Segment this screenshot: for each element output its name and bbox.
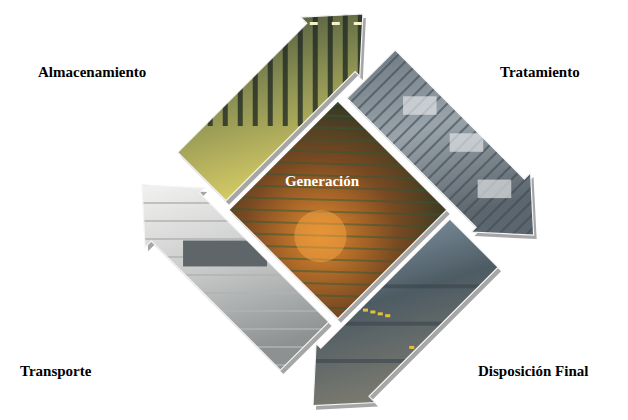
stage-label: Generación [285,172,359,190]
truck-window [183,241,267,267]
truck-panel [142,274,329,275]
lamp [222,22,230,25]
photo [313,219,498,406]
truck-panel [142,346,329,347]
disposal-arrow: Disposición Final [311,217,590,412]
shelf [178,14,183,126]
shelf [193,14,198,126]
shelf [238,14,243,126]
truck [341,303,346,306]
lamp [332,22,340,25]
lamp [354,22,362,25]
truck [454,357,459,360]
soil-layer [313,322,498,326]
truck [378,313,383,316]
transport-arrow: Transporte [18,183,335,382]
shelf [253,14,258,126]
lamp [310,22,318,25]
pipe [229,161,447,167]
roof-line [498,50,628,235]
building [478,179,512,198]
photo [142,185,329,370]
lamp [266,22,274,25]
pipe [229,137,447,143]
pipe [229,149,447,155]
pipe [229,113,447,119]
building [403,96,437,115]
stage-label: Disposición Final [478,362,588,380]
pipe [229,209,447,215]
truck-panel [142,202,329,203]
truck [439,354,444,357]
truck [424,350,429,353]
furnace-glow [294,210,346,262]
pipe [229,197,447,203]
roof-line [484,50,628,235]
photo-ground [142,185,329,370]
pipe [229,125,447,131]
truck-panel [142,364,329,365]
stage-label: Almacenamiento [38,63,146,81]
stage-label: Transporte [20,362,91,380]
shelf [223,14,228,126]
roof-line [470,50,628,235]
building [450,133,484,152]
photo-ground [313,219,498,406]
truck-panel [142,220,329,221]
roof-line [442,50,627,235]
pipe [229,101,447,107]
lamp [244,22,252,25]
truck [348,305,353,308]
truck [409,346,414,349]
shelf [268,14,273,126]
photo-shape [18,183,335,382]
truck-panel [142,328,329,329]
shape-outline [313,219,498,406]
truck [446,356,451,359]
lamp [178,22,186,25]
truck [432,352,437,355]
truck [370,311,375,314]
lamp [200,22,208,25]
shelf [283,14,288,126]
stage-label: Tratamiento [500,63,580,81]
truck-panel [142,310,329,311]
lamp [288,22,296,25]
truck [363,309,368,312]
truck-panel [142,184,329,185]
truck-panel [142,238,329,239]
shelf [298,14,303,126]
shape-outline [142,185,329,370]
shelf [208,14,213,126]
soil-layer [313,285,498,289]
truck [385,315,390,318]
photo-shape [311,217,590,412]
